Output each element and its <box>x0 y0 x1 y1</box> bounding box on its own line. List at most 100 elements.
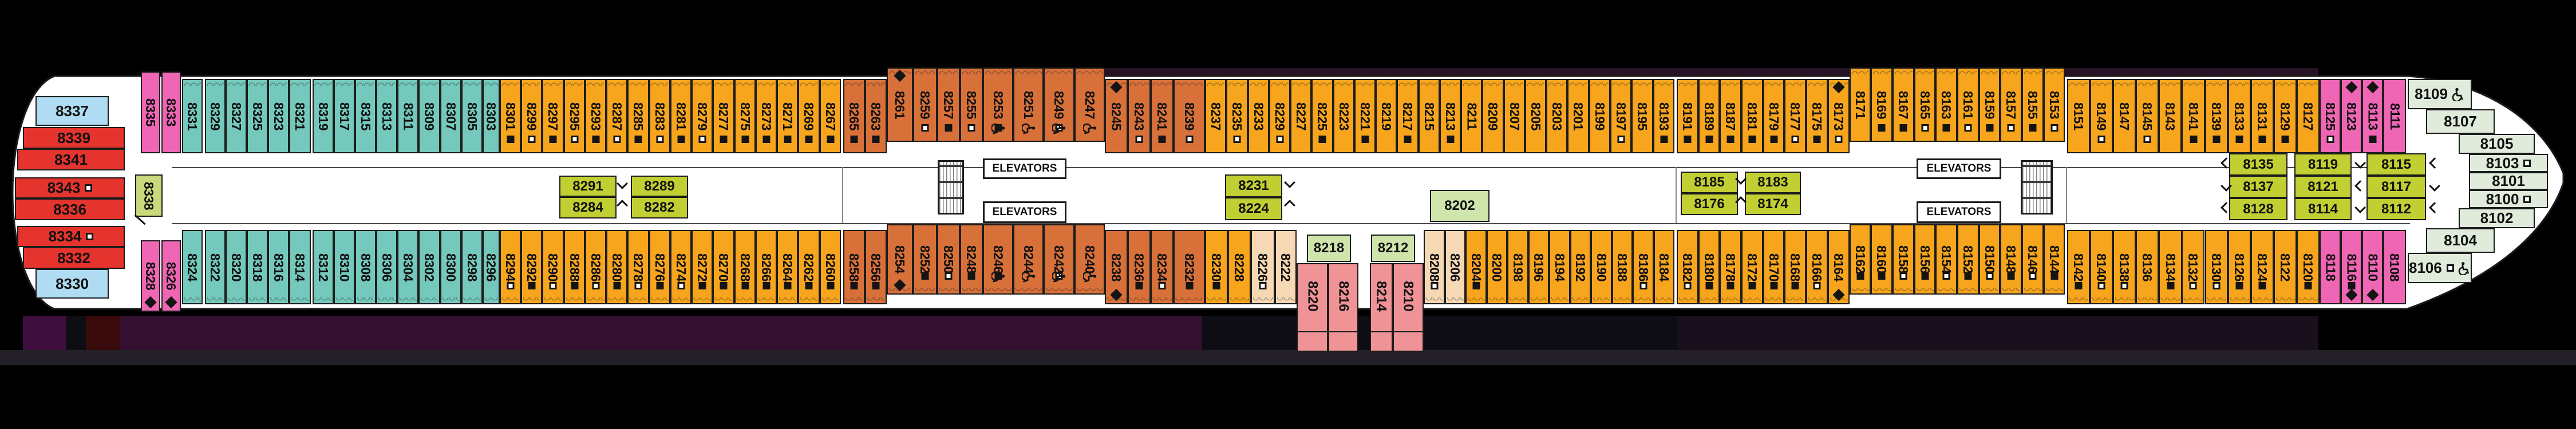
cabin-number: 8204 <box>1469 253 1484 281</box>
cabin-8235: 8235 <box>1226 79 1248 153</box>
cabin-number: 8205 <box>1528 102 1544 130</box>
cabin-8164: 8164 <box>1828 230 1850 304</box>
cabin-number: 8155 <box>2025 90 2041 119</box>
balcony-edge <box>757 297 775 303</box>
cabin-number: 8197 <box>1614 102 1629 130</box>
cabin-number: 8114 <box>2308 201 2338 217</box>
cabin-number: 8338 <box>141 181 157 210</box>
cabin-number: 8245 <box>1109 102 1124 130</box>
cabin-8294: 8294 <box>500 230 521 304</box>
cabin-8295: 8295 <box>564 79 585 153</box>
cabin-number: 8320 <box>229 253 244 281</box>
cabin-8153: 8153 <box>2044 67 2065 142</box>
balcony-edge <box>1447 297 1464 303</box>
balcony-edge <box>714 81 733 86</box>
cabin-8186: 8186 <box>1633 230 1654 304</box>
cabin-8117: 8117 <box>2366 176 2426 198</box>
sofa-bed-icon <box>1361 136 1369 143</box>
balcony-edge <box>544 297 562 303</box>
cabin-number: 8276 <box>653 253 668 281</box>
cabin-8122: 8122 <box>2274 230 2297 304</box>
cabin-number: 8259 <box>918 90 933 119</box>
sofa-bed-icon <box>784 136 791 143</box>
sofa-bed-icon <box>1986 124 1993 132</box>
cabin-8227: 8227 <box>1290 79 1311 153</box>
cabin-number: 8175 <box>1809 102 1825 130</box>
cabin-8255: 8255 <box>960 67 983 142</box>
cabin-8115: 8115 <box>2366 153 2426 176</box>
balcony-edge <box>1509 297 1527 303</box>
cabin-8105: 8105 <box>2459 134 2535 154</box>
upper-berth-icon <box>85 184 93 192</box>
balcony-edge <box>270 81 287 86</box>
cabin-number: 8172 <box>1745 253 1760 281</box>
deck-below-shadow-band <box>86 316 120 350</box>
cabin-number: 8225 <box>1315 102 1330 130</box>
balcony-edge <box>2092 81 2111 86</box>
cabin-number: 8109 <box>2415 85 2448 102</box>
cabin-number: 8343 <box>47 179 81 196</box>
cabin-8121: 8121 <box>2294 176 2352 198</box>
upper-berth-icon <box>613 136 621 143</box>
cabin-number: 8107 <box>2444 113 2477 130</box>
balcony-edge <box>1872 288 1891 293</box>
cabin-number: 8103 <box>2486 154 2519 172</box>
suite-divider <box>1298 331 1327 332</box>
cabin-8239: 8239 <box>1174 79 1205 153</box>
sofa-bed-icon <box>1921 272 1929 280</box>
sofa-bed-icon <box>2007 272 2015 280</box>
balcony-edge <box>463 81 481 86</box>
cabin-number: 8170 <box>1767 253 1782 281</box>
balcony-edge <box>2230 297 2249 303</box>
cabin-8216: 8216 <box>1328 263 1358 352</box>
balcony-edge <box>1207 81 1224 86</box>
cabin-8223: 8223 <box>1333 79 1354 153</box>
balcony-edge <box>227 297 245 303</box>
balcony-edge <box>2069 297 2088 303</box>
cabin-number: 8248 <box>964 245 979 274</box>
cabin-number: 8316 <box>271 253 287 281</box>
balcony-edge <box>1808 81 1826 86</box>
upper-berth-icon <box>945 272 953 280</box>
balcony-edge <box>501 81 519 86</box>
cabin-number: 8324 <box>185 253 200 281</box>
cabin-number: 8214 <box>1374 281 1390 312</box>
balcony-edge <box>1253 297 1273 303</box>
cabin-8137: 8137 <box>2229 176 2287 198</box>
cabin-number: 8162 <box>1853 245 1868 274</box>
cabin-8317: 8317 <box>334 79 355 153</box>
balcony-edge <box>2253 81 2272 86</box>
cabin-8244: 8244 <box>1013 224 1044 295</box>
upper-berth-icon <box>1431 282 1438 289</box>
balcony-edge <box>1313 81 1332 86</box>
cabin-8211: 8211 <box>1461 79 1482 153</box>
cabin-number: 8115 <box>2381 156 2412 172</box>
cabin-number: 8308 <box>358 253 374 281</box>
sofa-bed-icon <box>1748 136 1756 143</box>
balcony-edge <box>227 81 245 86</box>
cabin-number: 8323 <box>271 102 287 130</box>
cabin-number: 8160 <box>1874 245 1890 274</box>
upper-berth-icon <box>2097 136 2105 143</box>
sofa-bed-icon <box>741 136 749 143</box>
cabin-number: 8232 <box>1182 253 1197 281</box>
cabin-8118: 8118 <box>2320 230 2341 304</box>
balcony-edge <box>915 288 935 293</box>
cabin-8173: 8173 <box>1828 79 1850 153</box>
cabin-8311: 8311 <box>397 79 418 153</box>
upper-berth-icon <box>698 136 706 143</box>
cabin-number: 8137 <box>2243 178 2274 194</box>
cabin-number: 8226 <box>1255 253 1271 281</box>
cabin-number: 8284 <box>572 200 603 215</box>
cabin-8282: 8282 <box>631 197 688 219</box>
sofa-bed-icon <box>720 136 728 143</box>
cabin-number: 8145 <box>2140 102 2155 130</box>
cabin-number: 8183 <box>1757 174 1788 190</box>
balcony-edge <box>608 297 626 303</box>
sofa-bed-icon <box>656 282 663 289</box>
balcony-edge <box>629 81 647 86</box>
cabin-8167: 8167 <box>1893 67 1914 142</box>
cabin-number: 8121 <box>2308 178 2338 194</box>
balcony-edge <box>672 81 690 86</box>
cabin-8202: 8202 <box>1430 190 1490 222</box>
